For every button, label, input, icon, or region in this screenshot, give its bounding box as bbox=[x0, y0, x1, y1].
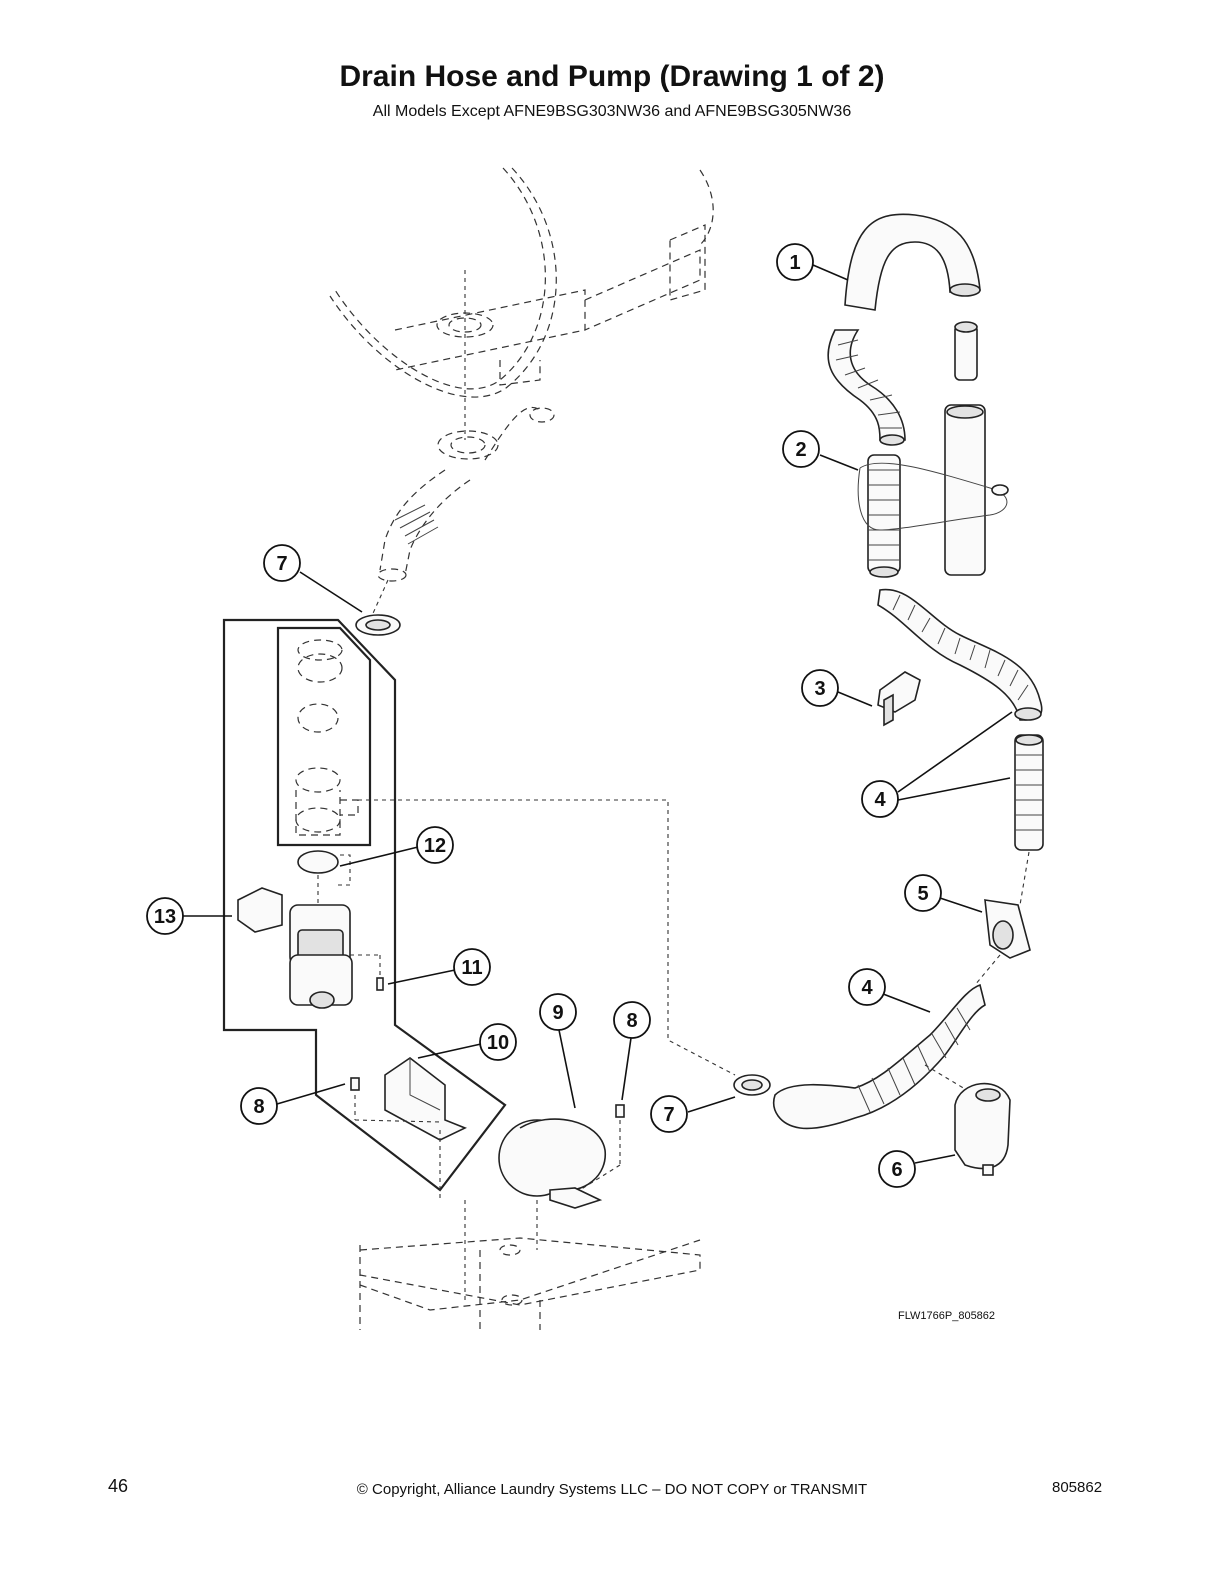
drain-pump bbox=[237, 887, 384, 1009]
callout-9: 9 bbox=[539, 993, 577, 1031]
hose-clamp-upper bbox=[355, 614, 401, 636]
callout-label: 12 bbox=[424, 835, 446, 857]
sump-hose bbox=[369, 406, 555, 621]
drain-hose-upper bbox=[827, 329, 906, 446]
hose-grommet bbox=[974, 899, 1031, 986]
callout-label: 8 bbox=[626, 1010, 637, 1032]
callout-label: 2 bbox=[795, 439, 806, 461]
hose-clip bbox=[877, 671, 921, 727]
page-number: 46 bbox=[108, 1476, 129, 1496]
callout-label: 11 bbox=[461, 957, 482, 979]
callout-label: 7 bbox=[276, 553, 287, 575]
drain-hose-lower bbox=[773, 983, 986, 1130]
callout-13: 13 bbox=[146, 897, 184, 935]
callout-label: 13 bbox=[154, 906, 176, 928]
drain-hose-elbow bbox=[954, 1082, 1011, 1176]
callout-label: 5 bbox=[917, 883, 928, 905]
tub-outline bbox=[329, 167, 714, 440]
callout-label: 7 bbox=[663, 1104, 674, 1126]
callout-label: 4 bbox=[874, 789, 886, 811]
cabinet-base bbox=[359, 1200, 701, 1330]
page-subtitle: All Models Except AFNE9BSG303NW36 and AF… bbox=[372, 103, 852, 120]
callout-11: 11 bbox=[453, 948, 491, 986]
drain-hose-middle bbox=[877, 588, 1043, 721]
hose-support bbox=[498, 1104, 625, 1250]
copyright-notice: © Copyright, Alliance Laundry Systems LL… bbox=[356, 1481, 868, 1498]
callout-label: 10 bbox=[487, 1032, 509, 1054]
callout-label: 6 bbox=[891, 1159, 902, 1181]
drain-hose-short bbox=[1014, 734, 1044, 906]
callout-10: 10 bbox=[479, 1023, 517, 1061]
callout-7-upper: 7 bbox=[263, 544, 301, 582]
callout-label: 8 bbox=[253, 1096, 264, 1118]
page-title: Drain Hose and Pump (Drawing 1 of 2) bbox=[339, 60, 885, 93]
leader-lines bbox=[168, 264, 1013, 1164]
callout-1: 1 bbox=[776, 243, 814, 281]
callout-2: 2 bbox=[782, 430, 820, 468]
callout-label: 4 bbox=[861, 977, 873, 999]
pump-bracket bbox=[350, 1057, 467, 1200]
callout-7-lower: 7 bbox=[650, 1095, 688, 1133]
hose-clamp-lower bbox=[358, 799, 771, 1096]
hose-with-chain bbox=[857, 404, 1009, 578]
callout-8-right: 8 bbox=[613, 1001, 651, 1039]
hose-guide bbox=[844, 213, 981, 381]
callout-12: 12 bbox=[416, 826, 454, 864]
callout-label: 3 bbox=[814, 678, 825, 700]
document-number: 805862 bbox=[1052, 1479, 1103, 1496]
callout-label: 9 bbox=[552, 1002, 563, 1024]
callout-3: 3 bbox=[801, 669, 839, 707]
callout-8-left: 8 bbox=[240, 1087, 278, 1125]
callout-4-upper: 4 bbox=[861, 780, 899, 818]
callout-5: 5 bbox=[904, 874, 942, 912]
callout-4-lower: 4 bbox=[848, 968, 886, 1006]
pump-assembly-box bbox=[222, 618, 507, 1192]
callout-6: 6 bbox=[878, 1150, 916, 1188]
callout-label: 1 bbox=[789, 252, 800, 274]
drawing-id: FLW1766P_805862 bbox=[898, 1310, 996, 1322]
